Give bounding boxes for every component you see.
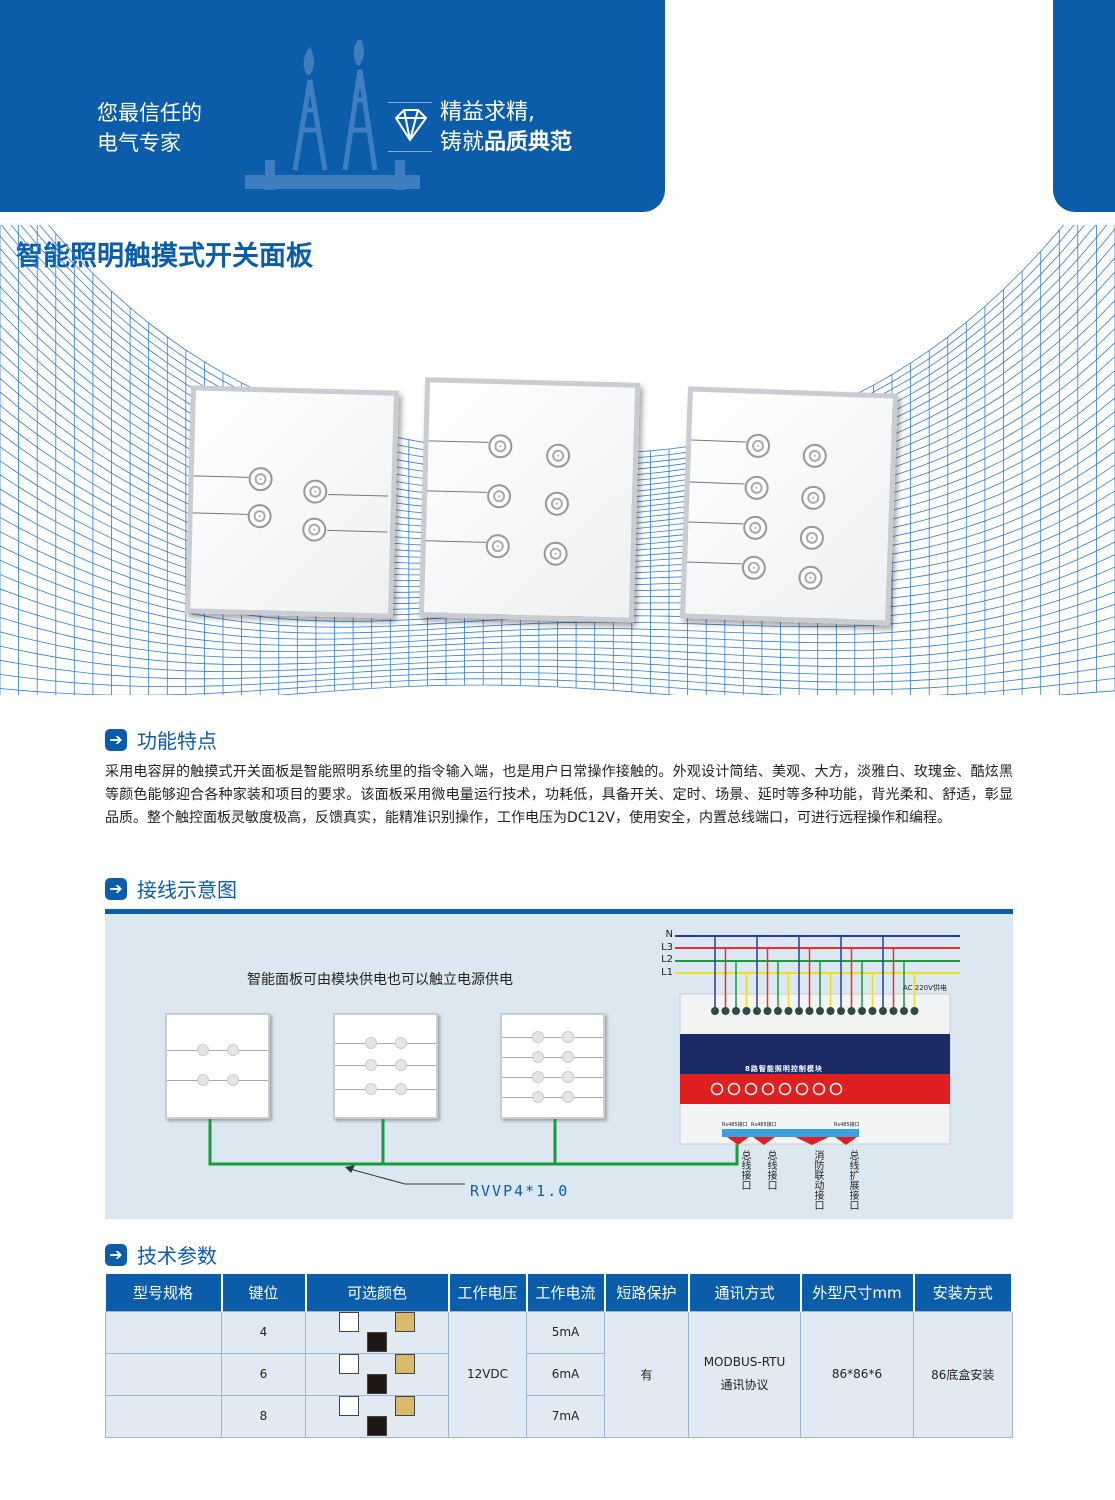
terminal [795, 1007, 803, 1015]
port-label: Rs485接口 [834, 1122, 860, 1128]
features-text: 采用电容屏的触摸式开关面板是智能照明系统里的指令输入端，也是用户日常操作接触的。… [105, 764, 1013, 826]
interface-label: 总线接口 [739, 1150, 750, 1190]
specs-heading: ➔技术参数 [105, 1240, 217, 1269]
terminal [732, 1007, 740, 1015]
terminal [826, 1007, 835, 1015]
col-header: 键位 [221, 1274, 307, 1311]
color-swatches [305, 1352, 449, 1396]
module-button [795, 1082, 809, 1096]
terminal [900, 1007, 908, 1015]
terminal [910, 1007, 919, 1015]
terminal [742, 1007, 751, 1015]
header-banner: 您最信任的电气专家 精益求精,铸就品质典范 [0, 0, 665, 212]
terminal [879, 1007, 887, 1015]
module-button [812, 1082, 826, 1096]
module-name: 8路智能照明控制模块 [745, 1065, 823, 1073]
wiring-note: 智能面板可由模块供电也可以触立电源供电 [247, 972, 513, 988]
terminal [711, 1007, 719, 1015]
port-label: Rs485接口 [751, 1122, 777, 1128]
wiring-heading: ➔接线示意图 [105, 874, 237, 903]
col-header: 型号规格 [105, 1274, 223, 1311]
panel-8-key [680, 386, 898, 626]
arrow-right-icon: ➔ [105, 1243, 127, 1266]
color-swatches [305, 1394, 449, 1438]
panel-6-key [418, 377, 641, 623]
diagram-panel-6 [333, 1013, 438, 1119]
interface-label: 总线扩展接口 [847, 1150, 858, 1210]
slogan-right: 精益求精,铸就品质典范 [440, 100, 573, 155]
wiring-lines [208, 935, 960, 1185]
col-header: 短路保护 [604, 1274, 690, 1311]
arrow-right-icon: ➔ [105, 728, 127, 751]
table-row: 8 7mA [105, 1394, 1013, 1438]
terminal [753, 1007, 761, 1015]
module-button [744, 1082, 758, 1096]
cable-label: RVVP4*1.0 [470, 1182, 570, 1200]
color-swatches [305, 1310, 449, 1354]
module-button [727, 1082, 741, 1096]
terminal [805, 1007, 814, 1015]
module-button [710, 1082, 724, 1096]
power-label: AC 220V供电 [903, 984, 947, 992]
page-title: 智能照明触摸式开关面板 [16, 241, 313, 272]
interface-label: 总线接口 [765, 1150, 776, 1190]
interface-label: 消防联动接口 [812, 1150, 823, 1210]
oil-rig-icon [245, 40, 420, 190]
terminal [784, 1007, 793, 1015]
col-header: 安装方式 [913, 1274, 1013, 1311]
diagram-panel-4 [165, 1013, 270, 1119]
col-header: 通讯方式 [688, 1274, 802, 1311]
module-button [778, 1082, 792, 1096]
terminal [889, 1007, 898, 1015]
specs-table: 型号规格 键位 可选颜色 工作电压 工作电流 短路保护 通讯方式 外型尺寸mm … [105, 1274, 1013, 1438]
terminal [858, 1007, 866, 1015]
col-header: 外型尺寸mm [800, 1274, 915, 1311]
arrow-right-icon: ➔ [105, 877, 127, 900]
port-label: Rs485接口 [722, 1122, 748, 1128]
header-side-block [1053, 0, 1115, 212]
terminal [837, 1007, 845, 1015]
terminal [816, 1007, 824, 1015]
panel-4-key [185, 385, 399, 619]
terminal [721, 1007, 730, 1015]
terminal [774, 1007, 782, 1015]
terminal [868, 1007, 877, 1015]
col-header: 工作电压 [448, 1274, 528, 1311]
col-header: 工作电流 [526, 1274, 606, 1311]
module-button [761, 1082, 775, 1096]
slogan-left: 您最信任的电气专家 [97, 101, 202, 155]
diamond-icon [388, 102, 432, 152]
features-heading: ➔功能特点 [105, 725, 217, 754]
terminal [847, 1007, 856, 1015]
terminal [763, 1007, 772, 1015]
table-row: 6 6mA [105, 1352, 1013, 1396]
diagram-panel-8 [500, 1013, 605, 1119]
module-button [829, 1082, 843, 1096]
col-header: 可选颜色 [305, 1274, 450, 1311]
